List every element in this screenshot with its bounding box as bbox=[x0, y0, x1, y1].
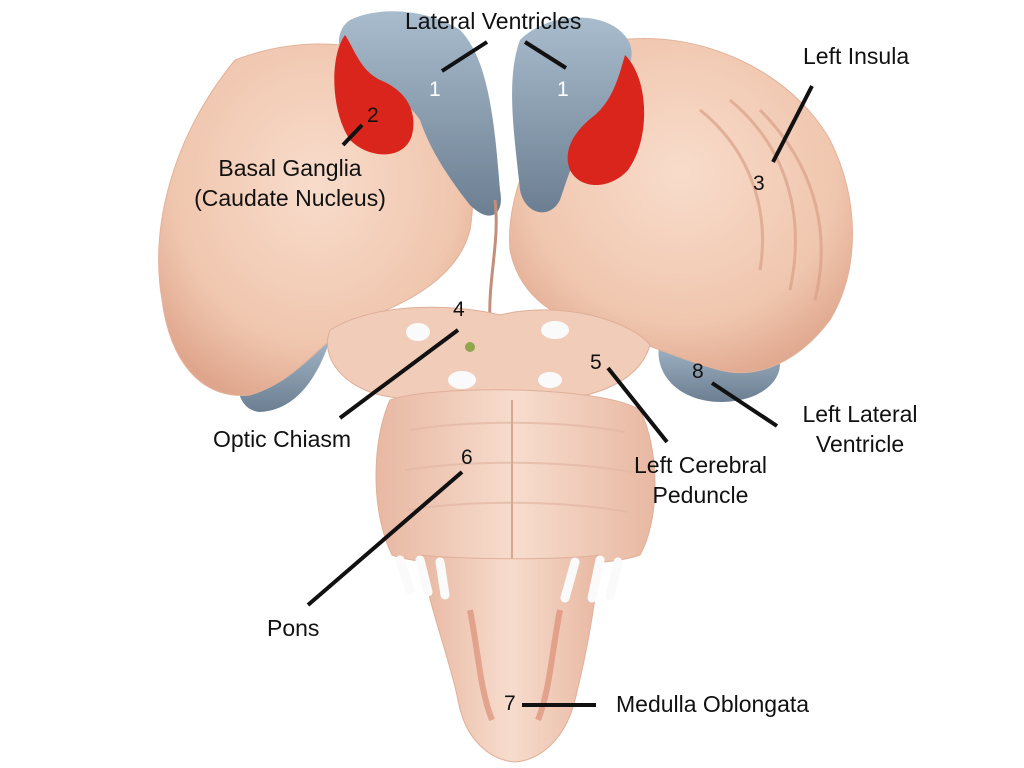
medulla-shape bbox=[419, 554, 601, 763]
marker-1-right: 1 bbox=[557, 78, 569, 101]
midline-fissure bbox=[488, 199, 498, 321]
marker-6: 6 bbox=[461, 446, 473, 469]
label-left-cerebral-peduncle: Left Cerebral Peduncle bbox=[618, 450, 783, 510]
left-lateral-ventricle-shape bbox=[338, 11, 501, 216]
left-basal-ganglia-shape bbox=[334, 35, 414, 155]
medulla-pyramids bbox=[467, 609, 563, 722]
right-basal-ganglia-shape bbox=[567, 55, 645, 185]
label-optic-chiasm: Optic Chiasm bbox=[213, 426, 352, 452]
label-basal-ganglia-line1: Basal Ganglia bbox=[218, 155, 362, 181]
label-lateral-ventricles: Lateral Ventricles bbox=[405, 8, 582, 34]
optic-chiasm-dot bbox=[465, 342, 475, 352]
label-left-cerebral-peduncle-line1: Left Cerebral bbox=[634, 452, 767, 478]
cranial-nerve-stubs bbox=[395, 555, 623, 603]
label-left-lateral-ventricle-line1: Left Lateral bbox=[802, 401, 918, 427]
label-left-lateral-ventricle-line2: Ventricle bbox=[815, 431, 905, 457]
nerve-stub bbox=[406, 323, 430, 341]
label-pons: Pons bbox=[267, 615, 320, 641]
label-left-insula: Left Insula bbox=[803, 43, 910, 69]
label-basal-ganglia-line2: (Caudate Nucleus) bbox=[194, 185, 386, 211]
right-lateral-ventricle-shape bbox=[512, 17, 632, 213]
marker-5: 5 bbox=[590, 351, 602, 374]
nerve-stub bbox=[538, 372, 562, 388]
pons-fibers bbox=[404, 421, 633, 513]
marker-8: 8 bbox=[692, 360, 704, 383]
marker-2: 2 bbox=[367, 104, 379, 127]
pons-shape bbox=[375, 389, 656, 567]
marker-1-left: 1 bbox=[429, 78, 441, 101]
marker-7: 7 bbox=[504, 692, 516, 715]
nerve-stub bbox=[448, 371, 476, 389]
label-left-cerebral-peduncle-line2: Peduncle bbox=[652, 482, 749, 508]
leader-lines bbox=[306, 40, 814, 707]
label-medulla-oblongata: Medulla Oblongata bbox=[616, 691, 810, 717]
nerve-stub bbox=[541, 321, 569, 339]
label-left-lateral-ventricle: Left Lateral Ventricle bbox=[785, 399, 935, 459]
marker-4: 4 bbox=[453, 298, 465, 321]
label-basal-ganglia: Basal Ganglia (Caudate Nucleus) bbox=[180, 153, 400, 213]
insula-grooves bbox=[699, 98, 823, 301]
marker-3: 3 bbox=[753, 172, 765, 195]
